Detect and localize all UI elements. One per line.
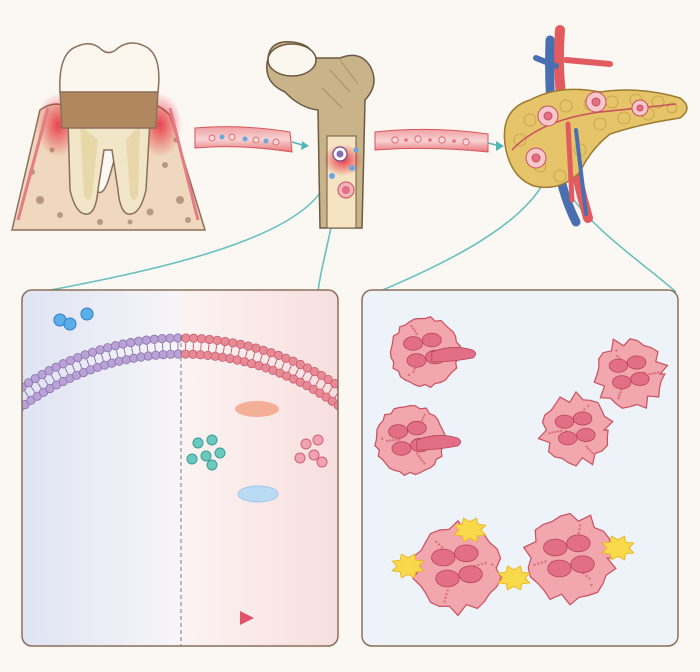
- lipid-head: [316, 370, 326, 381]
- lipid-head: [11, 387, 19, 395]
- lipid-head: [87, 347, 98, 357]
- neutrophil-icon: [522, 512, 617, 606]
- lipid-head: [133, 336, 144, 346]
- lipid-head: [157, 334, 167, 344]
- neutrophil-icon: [411, 519, 502, 617]
- lipid-head: [309, 366, 320, 377]
- lipid-head: [3, 414, 11, 422]
- lipid-head: [118, 339, 128, 349]
- lipid-head: [0, 397, 7, 405]
- lipid-head: [225, 353, 235, 364]
- blood-vessel-icon: [194, 126, 309, 153]
- lipid-head: [228, 338, 238, 348]
- lipid-head: [141, 335, 152, 345]
- neutrophil-icon: [389, 316, 476, 389]
- net-burst-icon: [391, 553, 425, 579]
- lipid-head: [333, 400, 338, 411]
- net-burst-icon: [497, 565, 531, 591]
- lipid-head: [330, 379, 338, 389]
- neutrophil-icon: [593, 338, 669, 410]
- bone-icon: [266, 41, 375, 229]
- lipid-head: [0, 424, 1, 432]
- lipid-head: [126, 337, 136, 348]
- lipid-head: [9, 409, 17, 417]
- lipid-head: [196, 334, 207, 344]
- molecule-cluster-blue: [53, 307, 94, 331]
- lipid-head: [30, 373, 40, 384]
- lipid-head: [346, 410, 354, 418]
- neutrophil-panel: [361, 289, 679, 647]
- lipid-head: [344, 388, 352, 396]
- lipid-head: [110, 341, 120, 351]
- membrane-panel: [0, 289, 360, 647]
- lipid-head: [236, 339, 246, 349]
- lipid-head: [37, 369, 47, 380]
- lipid-head: [212, 335, 222, 345]
- lipid-head: [0, 402, 1, 410]
- neutrophil-icon: [537, 390, 614, 467]
- lipid-head: [352, 415, 360, 423]
- vesicle-pink: [235, 401, 279, 417]
- lipid-head: [22, 404, 24, 414]
- molecule-cluster-pink: [294, 434, 328, 468]
- lipid-head: [204, 334, 215, 345]
- neutrophil-icon: [374, 404, 461, 477]
- lipid-head: [251, 343, 261, 353]
- lipid-head: [336, 383, 338, 393]
- lipid-head: [5, 392, 13, 400]
- net-burst-icon: [601, 535, 635, 561]
- arrow-icon: [116, 611, 254, 625]
- net-burst-icon: [453, 517, 487, 543]
- lipid-head: [0, 419, 6, 427]
- tooth-icon: [11, 42, 207, 231]
- molecule-cluster-teal: [186, 434, 226, 471]
- lipid-head: [95, 345, 105, 355]
- vesicle-blue: [237, 485, 279, 503]
- lipid-head: [189, 333, 199, 343]
- lipid-head: [23, 378, 34, 388]
- lipid-head: [220, 336, 230, 347]
- cell-membrane-icon: [0, 333, 360, 646]
- lipid-head: [350, 393, 358, 401]
- lipid-head: [165, 333, 175, 343]
- lipid-head: [181, 333, 191, 343]
- lipid-head: [243, 341, 253, 351]
- lipid-head: [258, 345, 269, 355]
- lipid-head: [323, 374, 333, 385]
- lipid-head: [149, 334, 159, 344]
- pancreas-icon: [503, 25, 688, 227]
- lipid-head: [103, 343, 113, 353]
- lipid-head: [340, 406, 348, 414]
- blood-vessel-icon-2: [374, 128, 504, 153]
